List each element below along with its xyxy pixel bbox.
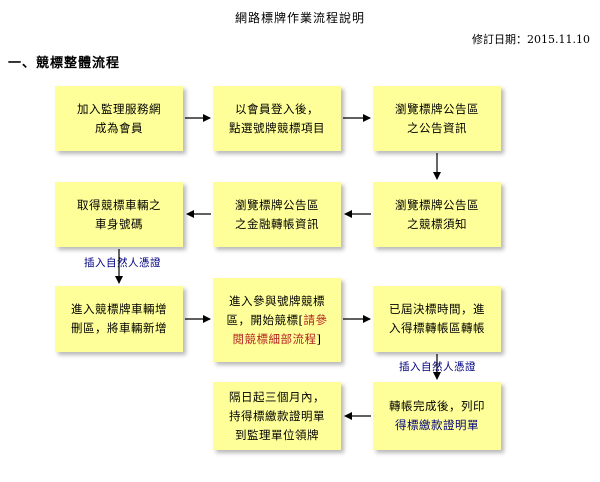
step-text-plain: ]	[316, 331, 322, 346]
bidding-detail-link-text: 請參	[303, 312, 328, 327]
step-text-line: 瀏覽標牌公告區	[395, 197, 479, 212]
step-text-line: 入得標轉帳區轉帳	[389, 321, 485, 335]
step-text-line: 轉帳完成後，列印	[389, 399, 485, 413]
note-insert-citizen-certificate: 插入自然人憑證	[84, 257, 161, 269]
flow-step-browse-announcements: 瀏覽標牌公告區 之公告資訊	[373, 86, 501, 151]
step-text-line: 瀏覽標牌公告區	[235, 197, 319, 212]
step-text-line: 瀏覽標牌公告區	[395, 101, 479, 116]
step-text-line: 加入監理服務網	[77, 101, 161, 116]
flow-step-add-vehicle: 進入競標牌車輛增 刪區，將車輛新增	[55, 286, 183, 352]
step-text-line: 到監理單位領牌	[235, 427, 319, 442]
step-text-line: 之公告資訊	[407, 120, 467, 135]
bidding-detail-link-text: 閱競標細部流程	[232, 331, 317, 346]
flow-step-browse-transfer-info: 瀏覽標牌公告區 之金融轉帳資訊	[213, 182, 341, 247]
revision-date: 修訂日期：2015.11.10	[472, 31, 590, 47]
step-text-line: 進入參與號牌競標	[229, 293, 325, 308]
step-text-line: 車身號碼	[95, 216, 143, 231]
step-text-line: 隔日起三個月內，	[229, 389, 325, 404]
document-title: 網路標牌作業流程說明	[234, 11, 365, 25]
revision-value: 2015.11.10	[527, 33, 590, 46]
flow-step-award-transfer: 已屆決標時間，進 入得標轉帳區轉帳	[373, 286, 501, 352]
step-text-line: 成為會員	[95, 120, 143, 135]
step-text-line: 得標繳款證明單	[395, 418, 479, 432]
step-text-line: 已屆決標時間，進	[389, 302, 485, 316]
flow-step-login-select: 以會員登入後， 點選號牌競標項目	[213, 86, 341, 151]
flow-step-print-receipt: 轉帳完成後，列印 得標繳款證明單	[373, 382, 501, 450]
flow-step-collect-plate: 隔日起三個月內， 持得標繳款證明單 到監理單位領牌	[213, 382, 341, 450]
section-heading: 一、競標整體流程	[8, 56, 121, 71]
flow-step-browse-rules: 瀏覽標牌公告區 之競標須知	[373, 182, 501, 247]
step-text-line: 以會員登入後，	[235, 101, 319, 116]
flow-step-start-bidding: 進入參與號牌競標 區，開始競標[請參 閱競標細部流程]	[213, 278, 341, 362]
step-text-plain: 區，開始競標[	[226, 312, 304, 327]
step-text-line: 點選號牌競標項目	[229, 120, 325, 135]
step-text-line: 持得標繳款證明單	[229, 408, 325, 423]
step-text-line: 閱競標細部流程]	[227, 330, 328, 349]
flow-step-obtain-vin: 取得競標車輛之 車身號碼	[55, 182, 183, 247]
revision-label: 修訂日期：	[472, 33, 528, 46]
step-text-line: 進入競標牌車輛增	[71, 302, 167, 316]
step-text-line: 區，開始競標[請參	[227, 311, 328, 330]
step-text-line: 刪區，將車輛新增	[71, 321, 167, 335]
step-text-line: 之競標須知	[407, 216, 467, 231]
flow-step-join-member: 加入監理服務網 成為會員	[55, 86, 183, 151]
step-text-line: 取得競標車輛之	[77, 197, 161, 212]
step-text-line: 之金融轉帳資訊	[235, 216, 319, 231]
